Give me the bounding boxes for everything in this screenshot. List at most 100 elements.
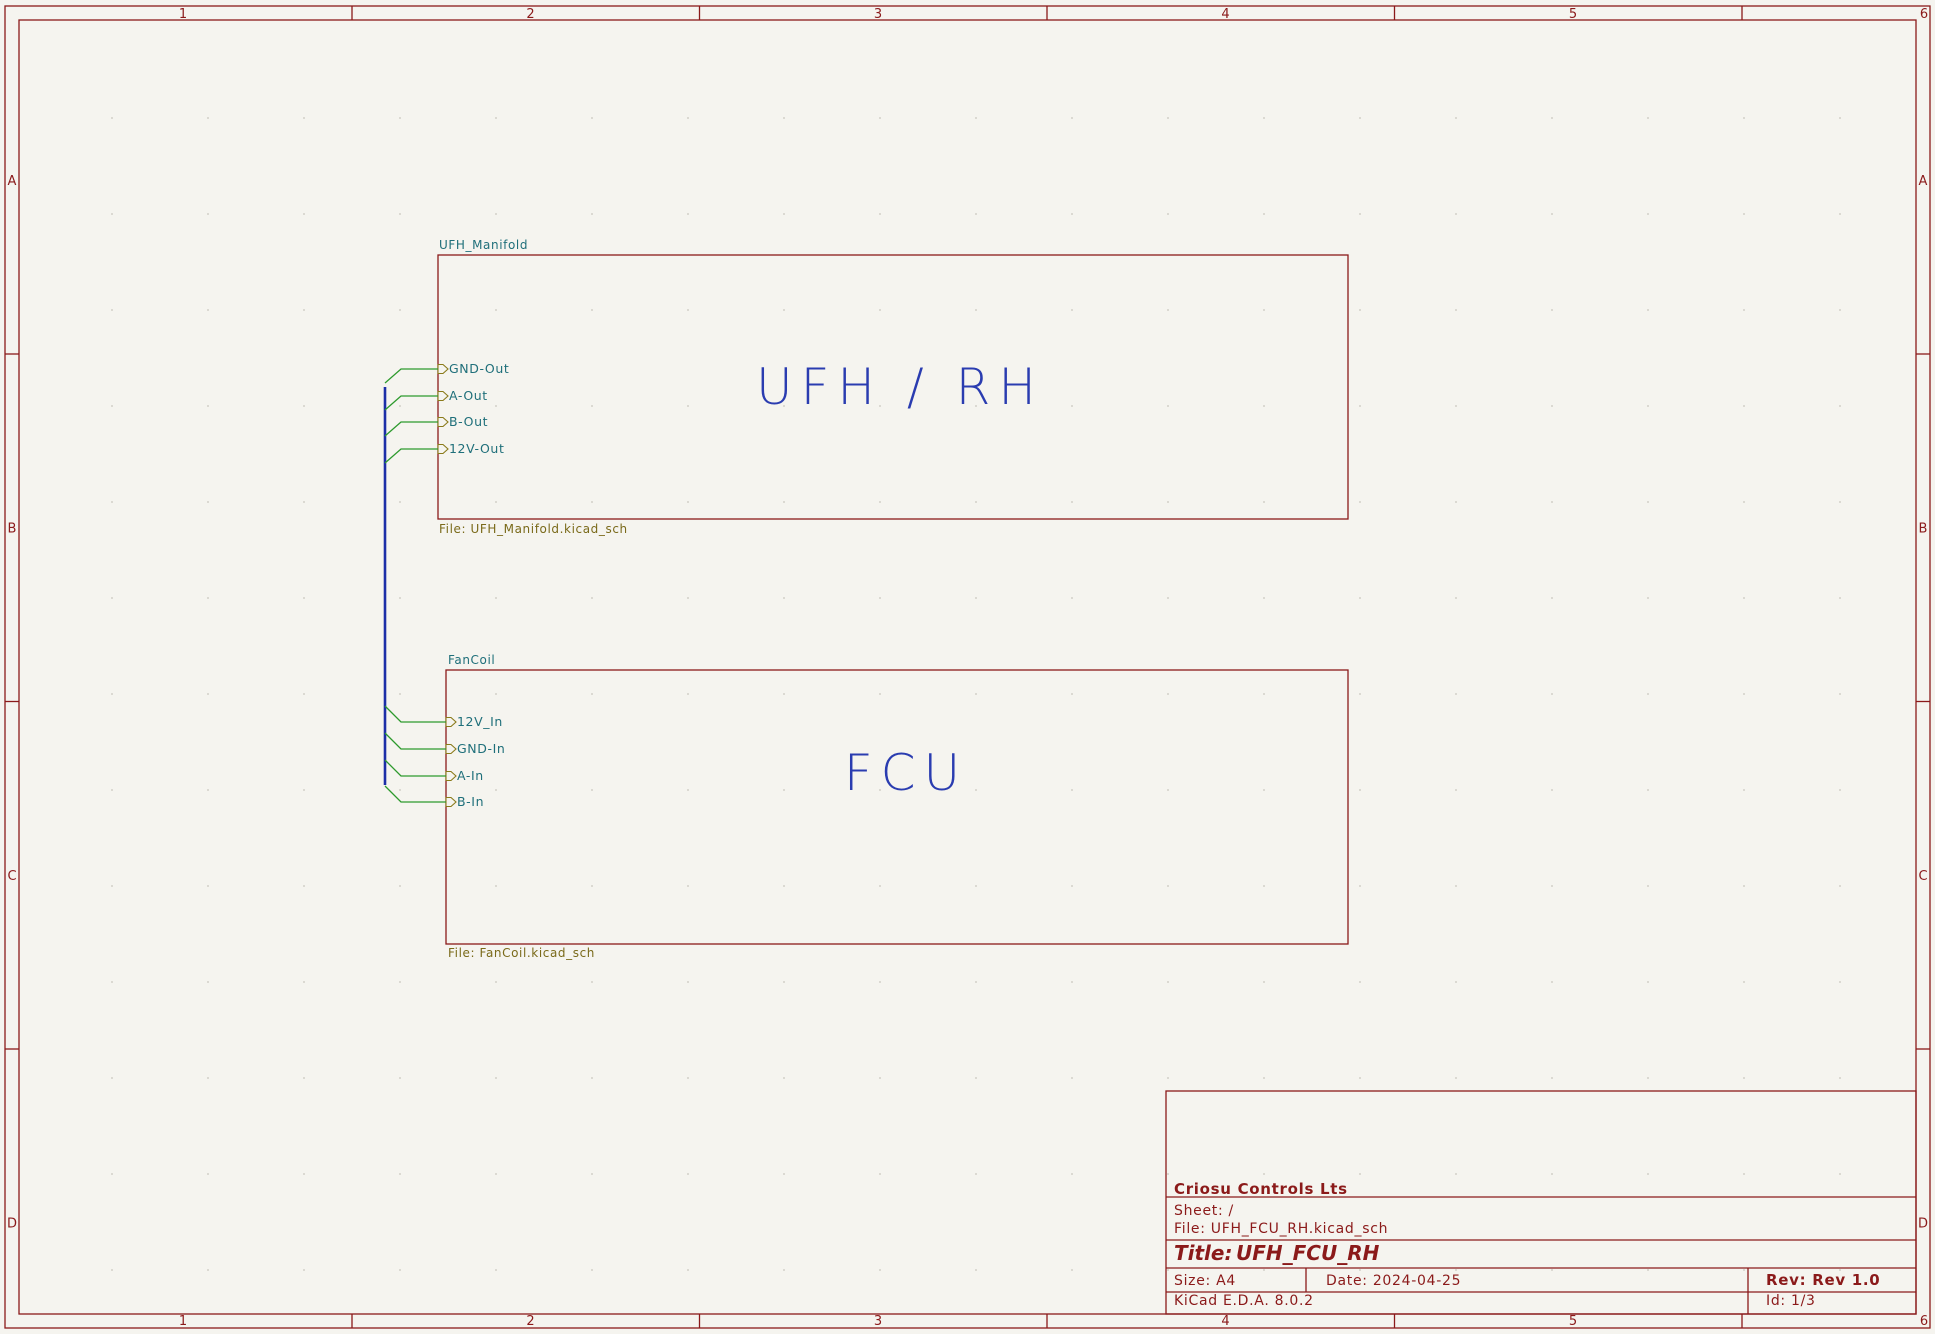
grid-dot — [1359, 1077, 1361, 1079]
grid-dot — [111, 1269, 113, 1271]
wire[interactable] — [384, 421, 438, 437]
zone-label: 6 — [1920, 1314, 1928, 1329]
grid-dot — [975, 213, 977, 215]
outer-frame — [4, 5, 1931, 1329]
sheet-box[interactable] — [437, 254, 1349, 520]
wire[interactable] — [384, 368, 438, 384]
grid-dot — [1647, 405, 1649, 407]
grid-dot — [1743, 117, 1745, 119]
sheet-box[interactable] — [445, 669, 1349, 945]
grid-dot — [1839, 405, 1841, 407]
zone-label: D — [7, 1217, 17, 1232]
grid-dot — [303, 309, 305, 311]
grid-dot — [783, 693, 785, 695]
grid-dot — [783, 597, 785, 599]
grid-dot — [879, 213, 881, 215]
grid-dots — [111, 117, 1841, 1271]
grid-dot — [303, 981, 305, 983]
sheet-pin[interactable] — [445, 770, 457, 782]
grid-dot — [1647, 1269, 1649, 1271]
sheet-text: FCU — [844, 744, 968, 802]
grid-dot — [1263, 1173, 1265, 1175]
wire[interactable] — [384, 705, 446, 723]
sheet-fancoil[interactable]: FanCoil FCU File: FanCoil.kicad_sch 12V_… — [445, 653, 1349, 960]
grid-dot — [207, 405, 209, 407]
sheet-name: UFH_Manifold — [439, 238, 528, 252]
wire[interactable] — [384, 759, 446, 777]
grid-dot — [783, 981, 785, 983]
sheet-id: Id: 1/3 — [1766, 1293, 1816, 1309]
grid-dot — [687, 1173, 689, 1175]
sheet-pin[interactable] — [445, 716, 457, 728]
sheet-pin[interactable] — [437, 416, 449, 428]
zone-label: 1 — [179, 7, 187, 22]
sheet-pin[interactable] — [445, 743, 457, 755]
grid-dot — [1839, 597, 1841, 599]
grid-dot — [1551, 309, 1553, 311]
sheet-pin[interactable] — [437, 443, 449, 455]
grid-dot — [1455, 117, 1457, 119]
wire[interactable] — [384, 732, 446, 750]
grid-dot — [687, 309, 689, 311]
grid-dot — [207, 117, 209, 119]
sheet-ufh-manifold[interactable]: UFH_Manifold UFH / RH File: UFH_Manifold… — [437, 238, 1349, 536]
grid-dot — [1167, 117, 1169, 119]
grid-dot — [591, 1269, 593, 1271]
grid-dot — [1839, 501, 1841, 503]
grid-dot — [687, 1269, 689, 1271]
grid-dot — [687, 597, 689, 599]
grid-dot — [1167, 981, 1169, 983]
grid-dot — [1743, 981, 1745, 983]
grid-dot — [591, 789, 593, 791]
grid-dot — [1167, 501, 1169, 503]
grid-dot — [591, 693, 593, 695]
wire[interactable] — [384, 395, 438, 411]
grid-dot — [495, 1173, 497, 1175]
grid-dot — [1743, 501, 1745, 503]
grid-dot — [1839, 981, 1841, 983]
title-block: Criosu Controls Lts Sheet: / File: UFH_F… — [1165, 1090, 1917, 1315]
zone-label: 3 — [874, 1314, 882, 1329]
grid-dot — [1839, 693, 1841, 695]
sheet-pin[interactable] — [437, 363, 449, 375]
grid-dot — [1359, 789, 1361, 791]
wire[interactable] — [384, 448, 438, 464]
grid-dot — [495, 213, 497, 215]
grid-dot — [1647, 597, 1649, 599]
grid-dot — [1455, 1077, 1457, 1079]
zone-label: B — [8, 522, 17, 537]
wire[interactable] — [384, 785, 446, 803]
grid-dot — [1359, 981, 1361, 983]
sheet-pin[interactable] — [437, 390, 449, 402]
zone-label: 3 — [874, 7, 882, 22]
grid-dot — [687, 1077, 689, 1079]
grid-dot — [1551, 405, 1553, 407]
zone-label: 1 — [179, 1314, 187, 1329]
grid-dot — [1359, 1173, 1361, 1175]
title-block-border — [1165, 1090, 1917, 1315]
grid-dot — [1167, 405, 1169, 407]
grid-dot — [1359, 885, 1361, 887]
grid-dot — [879, 117, 881, 119]
inner-frame — [18, 19, 1917, 1315]
grid-dot — [303, 693, 305, 695]
sheet-pin-label: B-In — [457, 794, 484, 809]
grid-dot — [879, 405, 881, 407]
grid-dot — [975, 405, 977, 407]
grid-dot — [879, 885, 881, 887]
grid-dot — [303, 213, 305, 215]
grid-dot — [879, 1269, 881, 1271]
grid-dot — [303, 597, 305, 599]
grid-dot — [1167, 789, 1169, 791]
grid-dot — [399, 1077, 401, 1079]
grid-dot — [783, 1173, 785, 1175]
sheet-pin-label: 12V_In — [457, 714, 503, 729]
grid-dot — [111, 1077, 113, 1079]
grid-dot — [1263, 213, 1265, 215]
grid-dot — [303, 405, 305, 407]
grid-dot — [783, 309, 785, 311]
grid-dot — [399, 981, 401, 983]
sheet-pin[interactable] — [445, 796, 457, 808]
grid-dot — [111, 501, 113, 503]
